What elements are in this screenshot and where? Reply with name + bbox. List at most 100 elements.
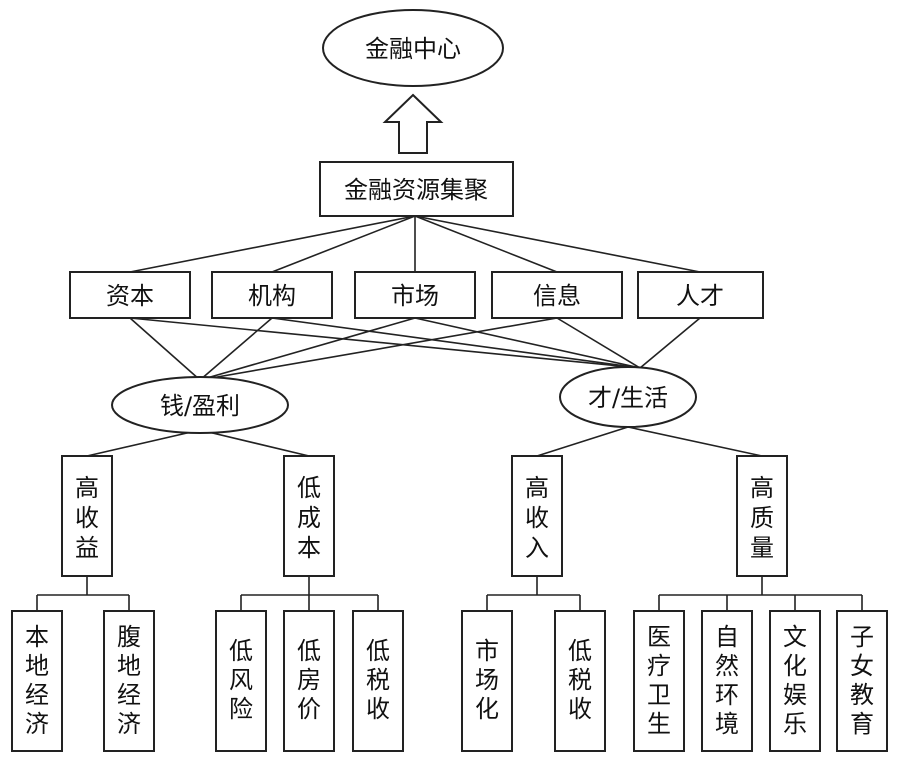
char-glyph: 高 (75, 474, 99, 502)
hinterland-economy-label: 腹地经济 (117, 623, 141, 738)
edge-aggregate-talent (414, 215, 701, 273)
node-element-market: 市场 (354, 271, 476, 319)
char-glyph: 疗 (647, 652, 671, 680)
resource-aggregation-label: 金融资源集聚 (344, 176, 488, 204)
driver-money-label: 钱/盈利 (160, 392, 240, 420)
financial-center-label: 金融中心 (365, 35, 461, 63)
node-element-capital: 资本 (69, 271, 191, 319)
char-glyph: 经 (117, 681, 141, 709)
edge-talent-talent-driver (639, 317, 701, 369)
edge-life-high-quality (627, 426, 763, 457)
node-healthcare: 医疗卫生 (633, 610, 685, 752)
edge-institution-money (199, 317, 273, 381)
node-low-tax-income: 低税收 (554, 610, 606, 752)
char-glyph: 低 (297, 637, 321, 665)
char-glyph: 房 (297, 666, 321, 694)
edge-market-talent-driver (414, 317, 641, 369)
char-glyph: 境 (715, 710, 739, 738)
driver-life-label: 才/生活 (588, 384, 668, 412)
char-glyph: 风 (229, 666, 253, 694)
node-children-education: 子女教育 (836, 610, 888, 752)
edge-aggregate-information (414, 215, 558, 273)
char-glyph: 低 (568, 637, 592, 665)
char-glyph: 化 (475, 695, 499, 723)
node-factor-high-income: 高收入 (511, 455, 563, 577)
char-glyph: 化 (783, 652, 807, 680)
node-element-information: 信息 (491, 271, 623, 319)
edge-money-high-return (86, 429, 201, 457)
edge-aggregate-institution (271, 215, 416, 273)
char-glyph: 收 (75, 504, 99, 532)
culture-entertainment-label: 文化娱乐 (783, 623, 807, 738)
char-glyph: 成 (297, 504, 321, 532)
children-education-label: 子女教育 (850, 623, 874, 738)
node-local-economy: 本地经济 (11, 610, 63, 752)
edge-capital-money (129, 317, 201, 381)
node-element-institution: 机构 (211, 271, 333, 319)
node-low-housing-price: 低房价 (283, 610, 335, 752)
element-institution-label: 机构 (248, 282, 296, 310)
edge-money-low-cost (199, 429, 310, 457)
char-glyph: 税 (568, 666, 592, 694)
low-tax-cost-label: 低税收 (366, 637, 390, 723)
factor-high-income-label: 高收入 (525, 474, 549, 562)
node-resource-aggregation: 金融资源集聚 (319, 161, 514, 217)
char-glyph: 子 (850, 623, 874, 651)
low-housing-price-label: 低房价 (297, 637, 321, 723)
node-financial-center: 金融中心 (322, 9, 504, 87)
char-glyph: 济 (117, 710, 141, 738)
edge-information-money (199, 317, 558, 381)
edge-capital-talent-driver (129, 317, 641, 369)
low-tax-income-label: 低税收 (568, 637, 592, 723)
node-factor-low-cost: 低成本 (283, 455, 335, 577)
char-glyph: 高 (750, 474, 774, 502)
char-glyph: 益 (75, 534, 99, 562)
node-factor-high-quality: 高质量 (736, 455, 788, 577)
char-glyph: 价 (297, 695, 321, 723)
char-glyph: 本 (297, 534, 321, 562)
element-talent-label: 人才 (676, 282, 724, 310)
edge-aggregate-capital (129, 215, 416, 273)
char-glyph: 自 (715, 623, 739, 651)
element-information-label: 信息 (533, 282, 581, 310)
low-risk-label: 低风险 (229, 637, 253, 723)
char-glyph: 险 (229, 695, 253, 723)
char-glyph: 高 (525, 474, 549, 502)
node-driver-money: 钱/盈利 (111, 376, 289, 434)
char-glyph: 乐 (783, 710, 807, 738)
node-driver-life: 才/生活 (559, 366, 697, 428)
char-glyph: 环 (715, 681, 739, 709)
char-glyph: 育 (850, 710, 874, 738)
char-glyph: 卫 (647, 681, 671, 709)
char-glyph: 收 (366, 695, 390, 723)
node-marketization: 市场化 (461, 610, 513, 752)
node-culture-entertainment: 文化娱乐 (769, 610, 821, 752)
char-glyph: 地 (117, 652, 141, 680)
char-glyph: 济 (25, 710, 49, 738)
char-glyph: 本 (25, 623, 49, 651)
char-glyph: 税 (366, 666, 390, 694)
char-glyph: 地 (25, 652, 49, 680)
marketization-label: 市场化 (475, 637, 499, 723)
char-glyph: 生 (647, 710, 671, 738)
edge-information-talent-driver (556, 317, 641, 369)
char-glyph: 质 (750, 504, 774, 532)
char-glyph: 经 (25, 681, 49, 709)
char-glyph: 娱 (783, 681, 807, 709)
char-glyph: 收 (525, 504, 549, 532)
char-glyph: 医 (647, 623, 671, 651)
node-low-tax-cost: 低税收 (352, 610, 404, 752)
node-element-talent: 人才 (637, 271, 764, 319)
char-glyph: 低 (297, 474, 321, 502)
node-factor-high-return: 高收益 (61, 455, 113, 577)
char-glyph: 低 (366, 637, 390, 665)
char-glyph: 然 (715, 652, 739, 680)
node-natural-environment: 自然环境 (701, 610, 753, 752)
factor-low-cost-label: 低成本 (297, 474, 321, 562)
char-glyph: 入 (525, 534, 549, 562)
char-glyph: 腹 (117, 623, 141, 651)
up-arrow-icon (382, 93, 444, 154)
char-glyph: 女 (850, 652, 874, 680)
factor-high-quality-label: 高质量 (750, 474, 774, 562)
node-hinterland-economy: 腹地经济 (103, 610, 155, 752)
